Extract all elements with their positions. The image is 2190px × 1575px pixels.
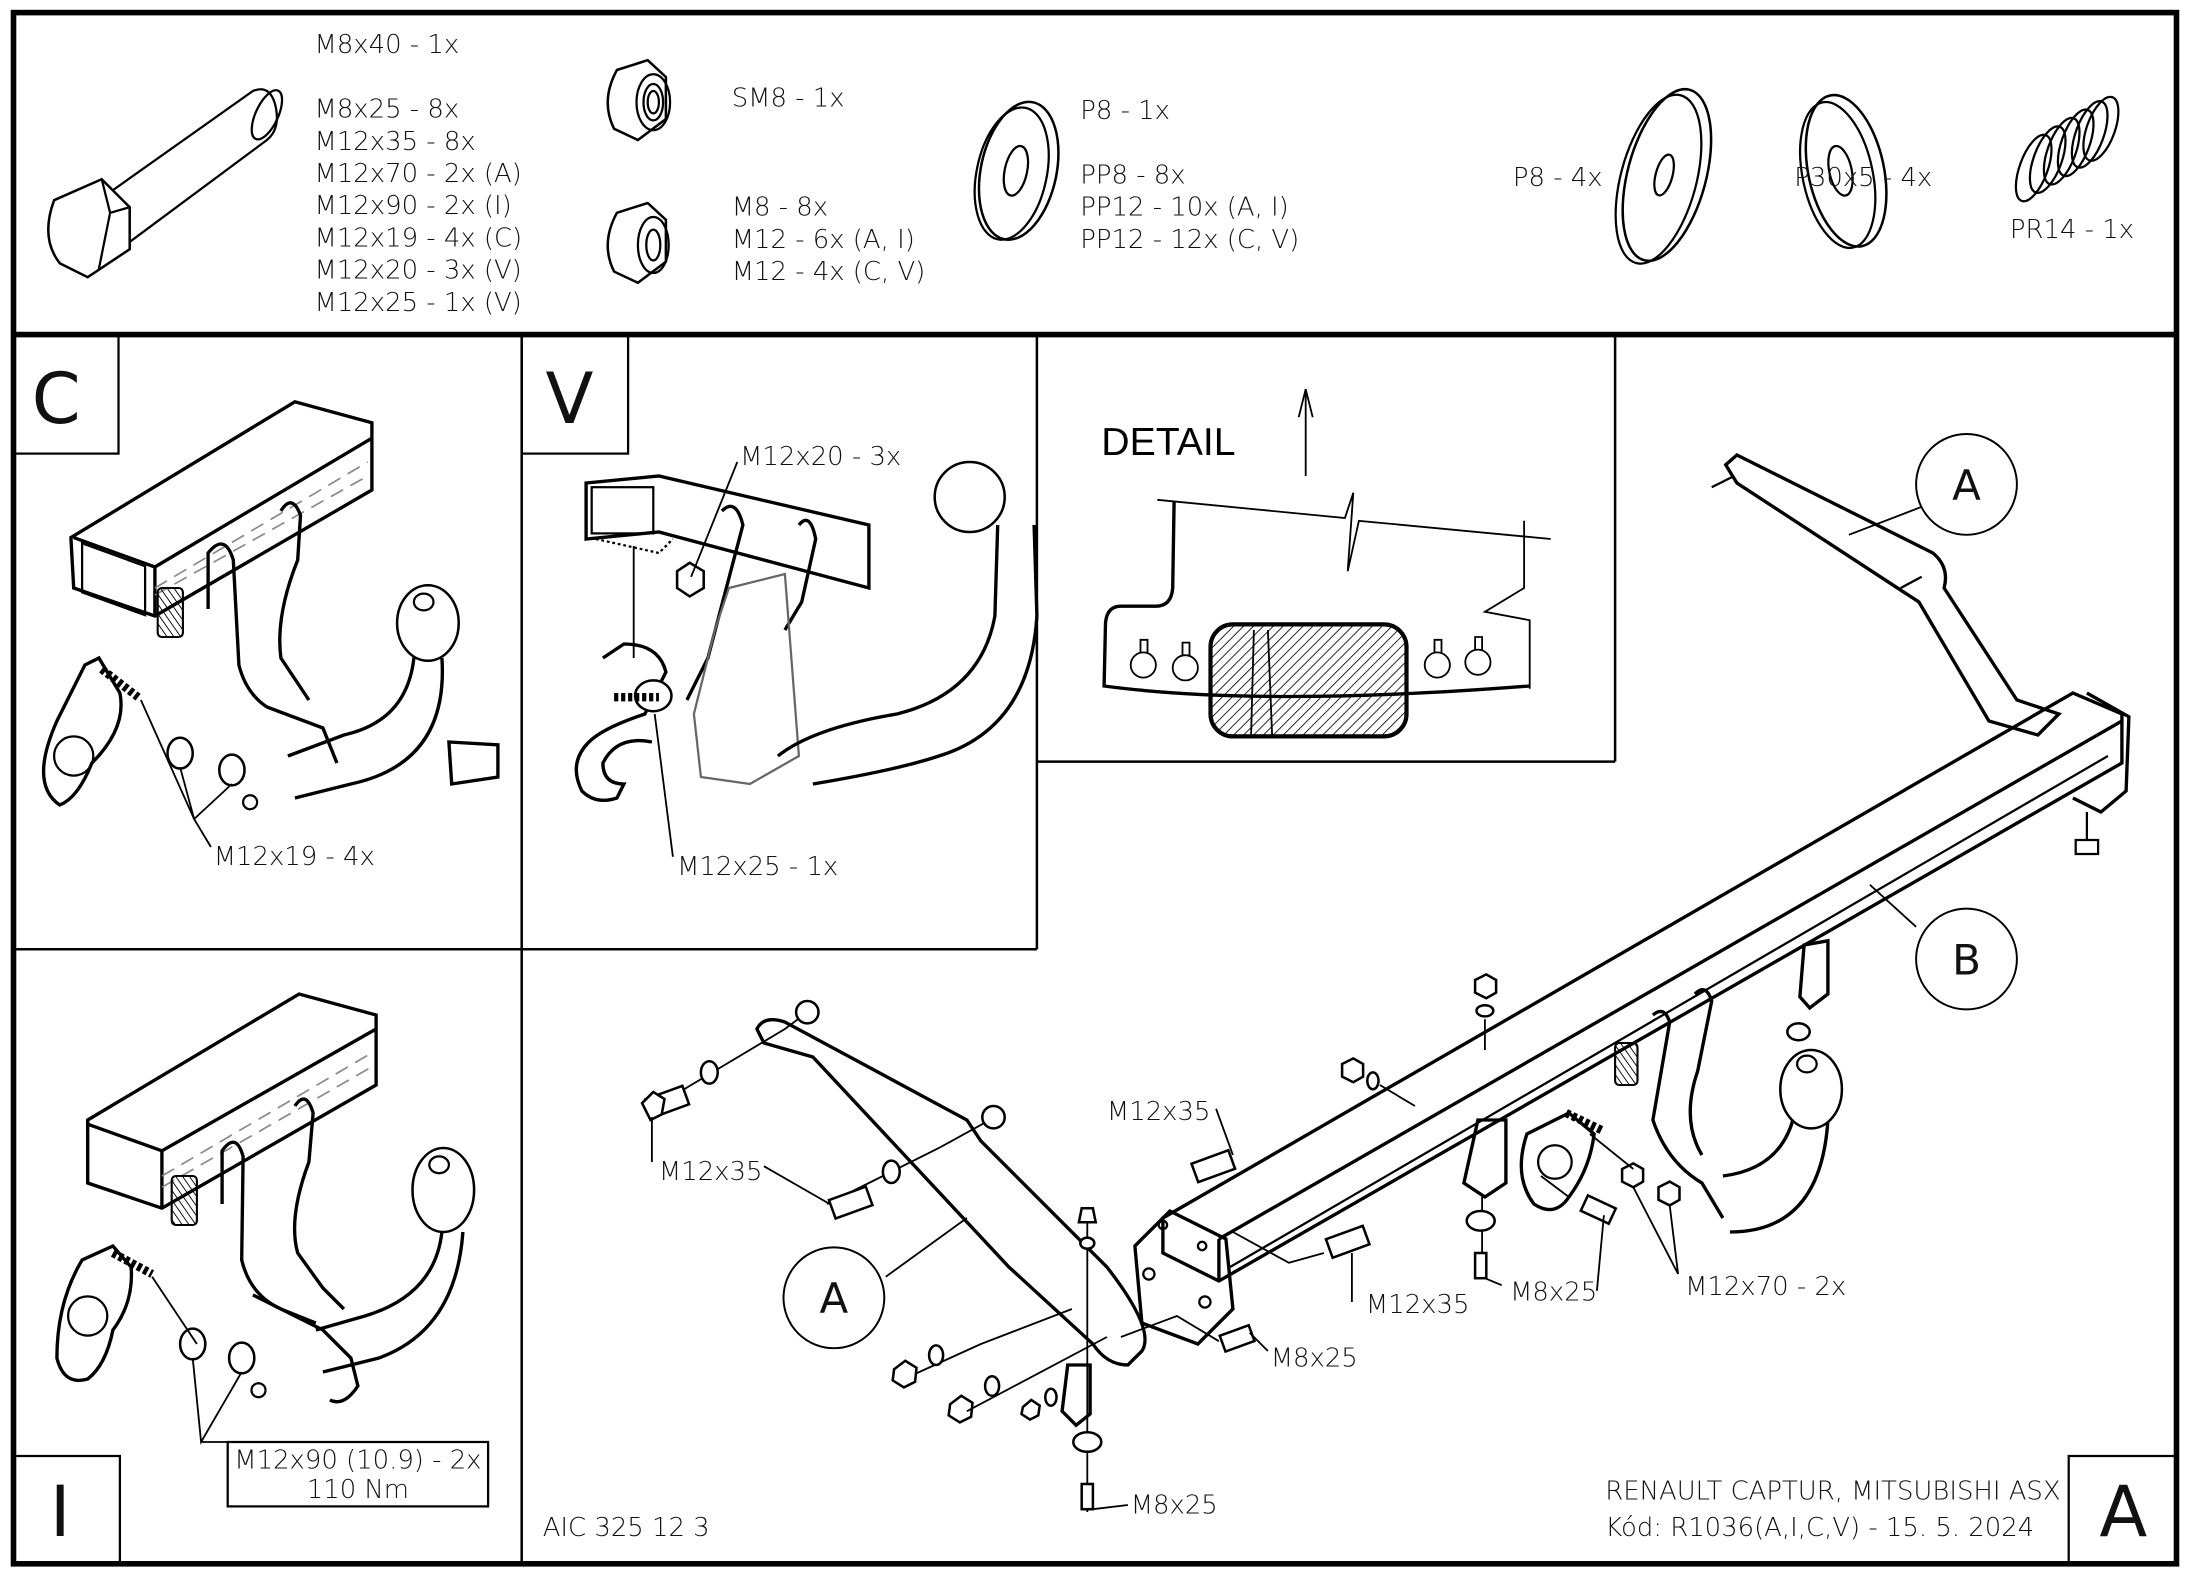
washer-spec: PP8 - 8x	[1080, 160, 1185, 190]
washer-spec: PP12 - 12x (C, V)	[1080, 225, 1299, 255]
panel-letter: V	[546, 358, 594, 440]
drawing-frame	[10, 9, 2180, 1567]
nut-spec: M8 - 8x	[732, 193, 828, 223]
flat-washer-icon	[973, 100, 1060, 241]
callout-label: M8x25	[1271, 1343, 1358, 1373]
hex-nut-icon	[606, 201, 670, 285]
washer-spec: P8 - 1x	[1080, 96, 1170, 126]
callout-label: M12x35	[1366, 1290, 1470, 1320]
washer-spec: PP12 - 10x (A, I)	[1080, 193, 1288, 223]
arrow-up-icon	[1297, 388, 1314, 476]
bolt-icon	[47, 88, 284, 279]
bolt-spec: M12x70 - 2x (A)	[315, 159, 522, 189]
svg-text:B: B	[1952, 935, 1981, 984]
callout-label: M12x35	[1107, 1097, 1211, 1127]
product-code: Kód: R1036(A,I,C,V) - 15. 5. 2024	[1605, 1513, 2034, 1543]
panel-c: C M12x19 - 4x	[12, 333, 500, 872]
callout-label: M8x25	[1510, 1278, 1597, 1308]
callout-label: M12x35	[659, 1157, 763, 1187]
torque-value: 110 Nm	[307, 1475, 409, 1505]
callout-label: M12x25 - 1x	[677, 852, 838, 882]
torque-spec: M12x90 (10.9) - 2x	[234, 1446, 481, 1476]
panel-v: V M12x20 - 3x M12x25 - 1x	[520, 333, 1039, 882]
callout-label: M12x70 - 2x	[1685, 1272, 1846, 1302]
bolt-spec: M12x25 - 1x (V)	[315, 288, 522, 318]
part-bubble-b: B	[1915, 907, 2018, 1011]
panel-letter: I	[50, 1471, 71, 1553]
callout-label: M12x19 - 4x	[214, 842, 375, 872]
panel-i: I M12x90 (10.9) - 2x 110 Nm	[12, 992, 490, 1565]
panel-detail: DETAIL	[1101, 388, 1551, 739]
spring-washer-icon	[2014, 95, 2120, 203]
keyhole-icon	[1129, 636, 1492, 682]
thick-washer-spec: P30x5 - 4x	[1794, 163, 1932, 193]
title-block: AIC 325 12 3 RENAULT CAPTUR, MITSUBISHI …	[543, 1454, 2178, 1565]
part-bubble-a: A	[782, 1246, 886, 1350]
svg-text:A: A	[1952, 461, 1981, 510]
large-washer-spec: P8 - 4x	[1513, 163, 1603, 193]
self-locking-nut-spec: SM8 - 1x	[732, 83, 845, 113]
thick-washer-icon	[1799, 93, 1888, 250]
bolt-spec: M12x19 - 4x (C)	[315, 223, 523, 253]
nut-spec: M12 - 6x (A, I)	[732, 225, 915, 255]
detail-title: DETAIL	[1101, 421, 1235, 464]
self-locking-nut-icon	[606, 58, 672, 142]
variant-letter: A	[2099, 1471, 2147, 1553]
bolt-spec: M12x35 - 8x	[315, 127, 476, 157]
drawing-number: AIC 325 12 3	[543, 1513, 710, 1543]
bolt-spec: M8x40 - 1x	[315, 30, 460, 60]
vehicle-name: RENAULT CAPTUR, MITSUBISHI ASX	[1605, 1476, 2060, 1506]
part-bubble-a: A	[1915, 433, 2018, 536]
nut-spec: M12 - 4x (C, V)	[732, 257, 926, 287]
bolt-spec: M12x90 - 2x (I)	[315, 191, 512, 221]
callout-label: M12x20 - 3x	[740, 442, 901, 472]
panel-letter: C	[32, 358, 81, 440]
svg-text:A: A	[820, 1274, 849, 1323]
callout-label: M8x25	[1131, 1490, 1218, 1520]
bolt-spec: M8x25 - 8x	[315, 95, 460, 125]
bolt-spec: M12x20 - 3x (V)	[315, 256, 522, 286]
parts-list: M8x40 - 1x M8x25 - 8x M12x35 - 8x M12x70…	[47, 30, 2134, 318]
spring-washer-spec: PR14 - 1x	[2010, 215, 2134, 245]
main-assembly: M12x35 M12x35 M12x35 M8x25 M8x25 M8x25	[640, 433, 2131, 1520]
large-washer-icon	[1614, 87, 1713, 265]
